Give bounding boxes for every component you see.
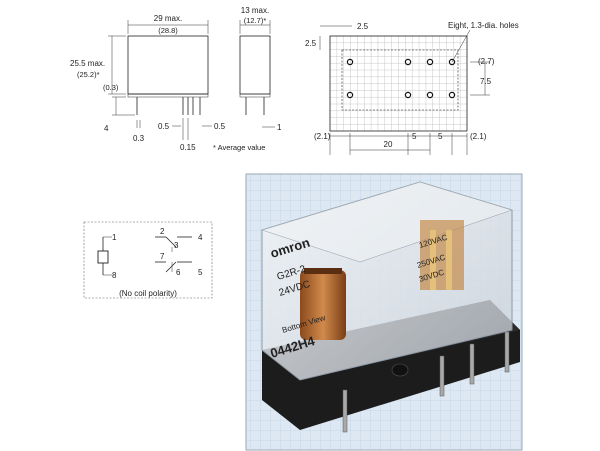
pcb-outline [329,35,468,132]
front-base-gap: (0.3) [103,83,119,92]
pcb-hole [404,58,412,66]
pcb-bottom-five-b: 5 [438,132,443,141]
pcb-bottom-left: (2.1) [314,132,331,141]
schematic-pin-5: 5 [198,268,203,277]
pcb-holes [346,58,456,99]
pcb-top-offset-x: 2.5 [357,22,369,31]
pcb-right-top: (2.7) [478,57,495,66]
front-view-base [127,93,209,98]
schematic-frame [83,221,213,299]
pcb-hole [346,58,354,66]
pcb-layout: 2.5 2.5 Eight, 1.3-dia. holes (2.7) 7.5 … [305,21,519,155]
coil-symbol [97,250,109,264]
footnote-average-value: * Average value [213,143,265,152]
schematic-pin-2: 2 [160,227,165,236]
front-view-body [127,35,209,95]
pcb-holes-note: Eight, 1.3-dia. holes [448,21,519,30]
side-view-body [239,35,271,95]
schematic-pin-1: 1 [112,233,117,242]
pcb-total-width: 20 [384,140,393,149]
front-pin-offset: 0.3 [133,134,145,143]
pcb-grid [329,35,467,131]
pcb-relay-footprint [341,49,459,111]
pcb-bottom-right: (2.1) [470,132,487,141]
side-depth-nominal: (12.7)* [244,16,267,25]
schematic: 1 8 2 3 4 7 6 5 (No coil polarity) [83,221,213,299]
front-height-nominal: (25.2)* [77,70,100,79]
pcb-hole [426,58,434,66]
schematic-pin-4: 4 [198,233,203,242]
front-pin-width-right: 0.5 [214,122,226,131]
side-depth-max: 13 max. [241,6,269,15]
schematic-caption: (No coil polarity) [119,289,177,298]
front-view: 29 max. (28.8) 25.5 max. (25.2)* (0.3) 4… [70,14,265,152]
contact-springs [420,220,464,290]
pcb-bottom-five-a: 5 [412,132,417,141]
front-width-max: 29 max. [154,14,182,23]
side-pin-width: 1 [277,123,282,132]
pcb-hole [404,91,412,99]
schematic-pin-3: 3 [174,241,179,250]
front-pin-length: 4 [104,124,109,133]
pcb-hole [448,58,456,66]
pcb-hole [448,91,456,99]
relay-photo: omron G2R-2 24VDC Bottom View 0442H4 120… [245,173,523,451]
pcb-hole [426,91,434,99]
schematic-pin-7: 7 [160,252,165,261]
relay-pins [342,331,510,433]
schematic-pin-6: 6 [176,268,181,277]
front-pin-width-left: 0.5 [158,122,170,131]
front-height-max: 25.5 max. [70,59,105,68]
schematic-pin-8: 8 [112,271,117,280]
pcb-hole [346,91,354,99]
side-view: 13 max. (12.7)* 1 [239,6,282,132]
pcb-right-spacing: 7.5 [480,77,492,86]
base-hole [391,363,409,377]
copper-coil [300,270,346,340]
front-pin-thickness: 0.15 [180,143,196,152]
front-width-nominal: (28.8) [158,26,178,35]
pcb-top-offset-y: 2.5 [305,39,317,48]
